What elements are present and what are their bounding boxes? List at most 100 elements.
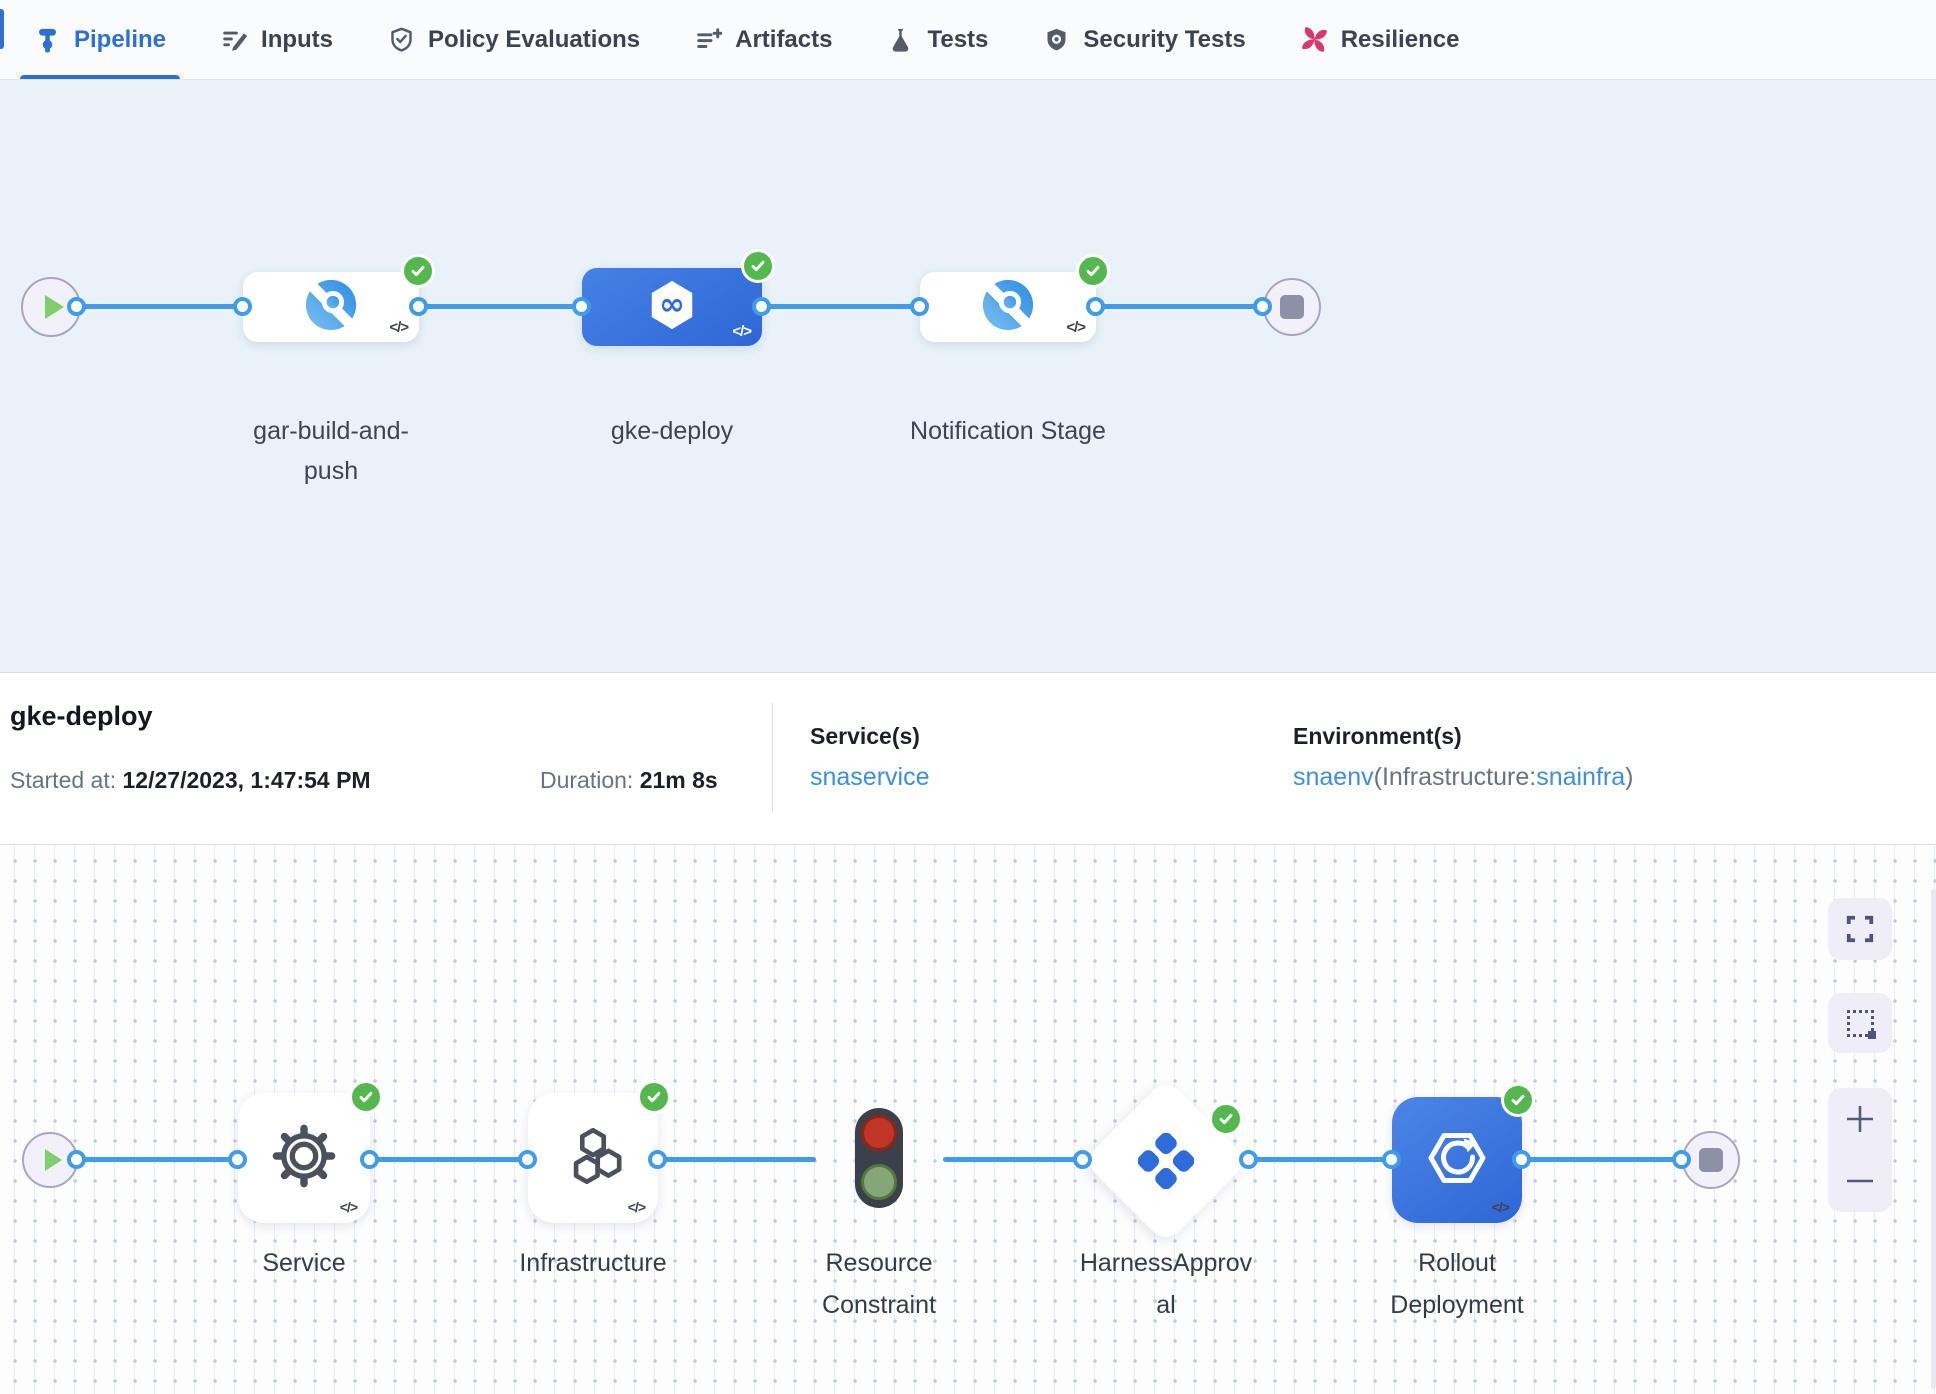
step-label: Rollout Deployment	[1390, 1249, 1524, 1319]
connector-port	[1239, 1150, 1258, 1169]
zoom-out-button[interactable]	[1844, 1165, 1876, 1197]
success-badge	[349, 1080, 383, 1114]
connector-port	[360, 1150, 379, 1169]
pipeline-icon	[34, 26, 61, 53]
duration-label: Duration:	[540, 767, 634, 793]
connector-port	[409, 297, 428, 316]
step-label: Resource Constraint	[822, 1249, 936, 1319]
stage-label: Notification Stage	[910, 417, 1106, 445]
edge	[370, 1157, 528, 1162]
step-node-resource-constraint[interactable]	[855, 1108, 903, 1208]
marquee-select-button[interactable]	[1828, 993, 1892, 1053]
step-node-rollout-deployment[interactable]: </>	[1392, 1083, 1535, 1223]
infrastructure-name-link[interactable]: snainfra	[1536, 763, 1626, 791]
execution-graph-canvas: </> </> </>	[0, 845, 1936, 1394]
green-light-icon	[861, 1164, 897, 1200]
edge	[77, 1157, 238, 1162]
execution-details-bar: gke-deploy Started at: 12/27/2023, 1:47:…	[0, 672, 1936, 845]
code-view-icon[interactable]: </>	[1066, 319, 1086, 336]
duration: Duration: 21m 8s	[540, 767, 718, 794]
connector-port	[752, 297, 771, 316]
connector-port	[1086, 297, 1105, 316]
tab-label: Artifacts	[735, 25, 833, 53]
tab-bar: Pipeline Inputs Policy Evaluations Artif…	[0, 0, 1936, 80]
connector-port	[1512, 1150, 1531, 1169]
zoom-in-button[interactable]	[1844, 1103, 1876, 1135]
service-link: snaservice	[810, 763, 930, 792]
hexagons-icon	[560, 1125, 626, 1192]
step-node-infrastructure[interactable]: </>	[528, 1080, 671, 1223]
service-name-link[interactable]: snaservice	[810, 763, 930, 791]
success-badge	[1501, 1083, 1535, 1117]
gear-icon	[270, 1122, 338, 1195]
environment-value: snaenv(Infrastructure:snainfra)	[1293, 763, 1633, 792]
connector-port	[1253, 297, 1272, 316]
code-view-icon[interactable]: </>	[627, 1199, 646, 1215]
tab-tests[interactable]: Tests	[887, 0, 988, 79]
success-badge	[637, 1080, 671, 1114]
stage-graph-canvas: </> ∞ </> </> gar-build-and-push g	[0, 80, 1936, 672]
step-node-service[interactable]: </>	[238, 1080, 383, 1223]
code-view-icon[interactable]: </>	[1491, 1199, 1510, 1215]
svg-text:∞: ∞	[659, 286, 685, 322]
pinwheel-icon	[1301, 26, 1328, 53]
environments-label: Environment(s)	[1293, 723, 1462, 749]
tab-label: Inputs	[261, 25, 334, 53]
edge	[419, 304, 582, 309]
divider	[772, 703, 773, 811]
zoom-controls	[1828, 1088, 1892, 1212]
tab-pipeline[interactable]: Pipeline	[19, 0, 181, 79]
connector-port	[67, 1150, 86, 1169]
infrastructure-prefix: (Infrastructure:	[1373, 763, 1537, 791]
edge	[762, 304, 920, 309]
connector-port	[1672, 1150, 1691, 1169]
step-label: HarnessApproval	[1079, 1249, 1253, 1319]
code-view-icon[interactable]: </>	[732, 323, 752, 340]
connector-port	[67, 297, 86, 316]
connector-port	[1382, 1150, 1401, 1169]
connector-port	[910, 297, 929, 316]
step-label: Service	[262, 1249, 346, 1277]
flask-icon	[887, 26, 914, 53]
stage-node-gke-deploy[interactable]: ∞ </>	[582, 249, 775, 346]
tab-label: Policy Evaluations	[428, 25, 641, 53]
tab-policy-evaluations[interactable]: Policy Evaluations	[388, 0, 640, 79]
start-node	[22, 1132, 78, 1188]
connector-port	[518, 1150, 537, 1169]
started-at-label: Started at:	[10, 767, 117, 793]
code-view-icon[interactable]: </>	[339, 1199, 358, 1215]
edge	[1249, 1157, 1392, 1162]
tab-label: Resilience	[1340, 25, 1460, 53]
stop-icon	[1699, 1148, 1723, 1172]
stop-icon	[1280, 295, 1304, 319]
code-view-icon[interactable]: </>	[389, 319, 409, 336]
tab-label: Pipeline	[74, 25, 167, 53]
inputs-pencil-icon	[221, 26, 248, 53]
end-node	[1682, 1131, 1740, 1189]
success-badge	[741, 249, 775, 283]
success-badge	[401, 254, 435, 288]
stage-node-gar-build-and-push[interactable]: </>	[243, 254, 435, 342]
connector-port	[228, 1150, 247, 1169]
marquee-icon	[1846, 1009, 1876, 1039]
connector-port	[233, 297, 252, 316]
edge	[77, 304, 243, 309]
connector-port	[1073, 1150, 1092, 1169]
tab-resilience[interactable]: Resilience	[1301, 0, 1460, 79]
started-at-value: 12/27/2023, 1:47:54 PM	[122, 767, 371, 793]
stage-node-notification-stage[interactable]: </>	[920, 254, 1110, 342]
play-icon	[44, 1149, 62, 1171]
rollout-icon	[1425, 1126, 1489, 1195]
success-badge	[1209, 1102, 1243, 1136]
tab-artifacts[interactable]: Artifacts	[695, 0, 832, 79]
step-label: Infrastructure	[519, 1249, 667, 1277]
tab-inputs[interactable]: Inputs	[221, 0, 333, 79]
fullscreen-button[interactable]	[1828, 898, 1892, 960]
deploy-stage-icon: ∞	[645, 278, 699, 337]
vertical-scrollbar[interactable]	[1931, 889, 1936, 1389]
services-label: Service(s)	[810, 723, 920, 749]
tab-security-tests[interactable]: Security Tests	[1043, 0, 1246, 79]
environment-name-link[interactable]: snaenv	[1293, 763, 1374, 791]
edge	[943, 1157, 1083, 1162]
play-icon	[44, 295, 64, 319]
